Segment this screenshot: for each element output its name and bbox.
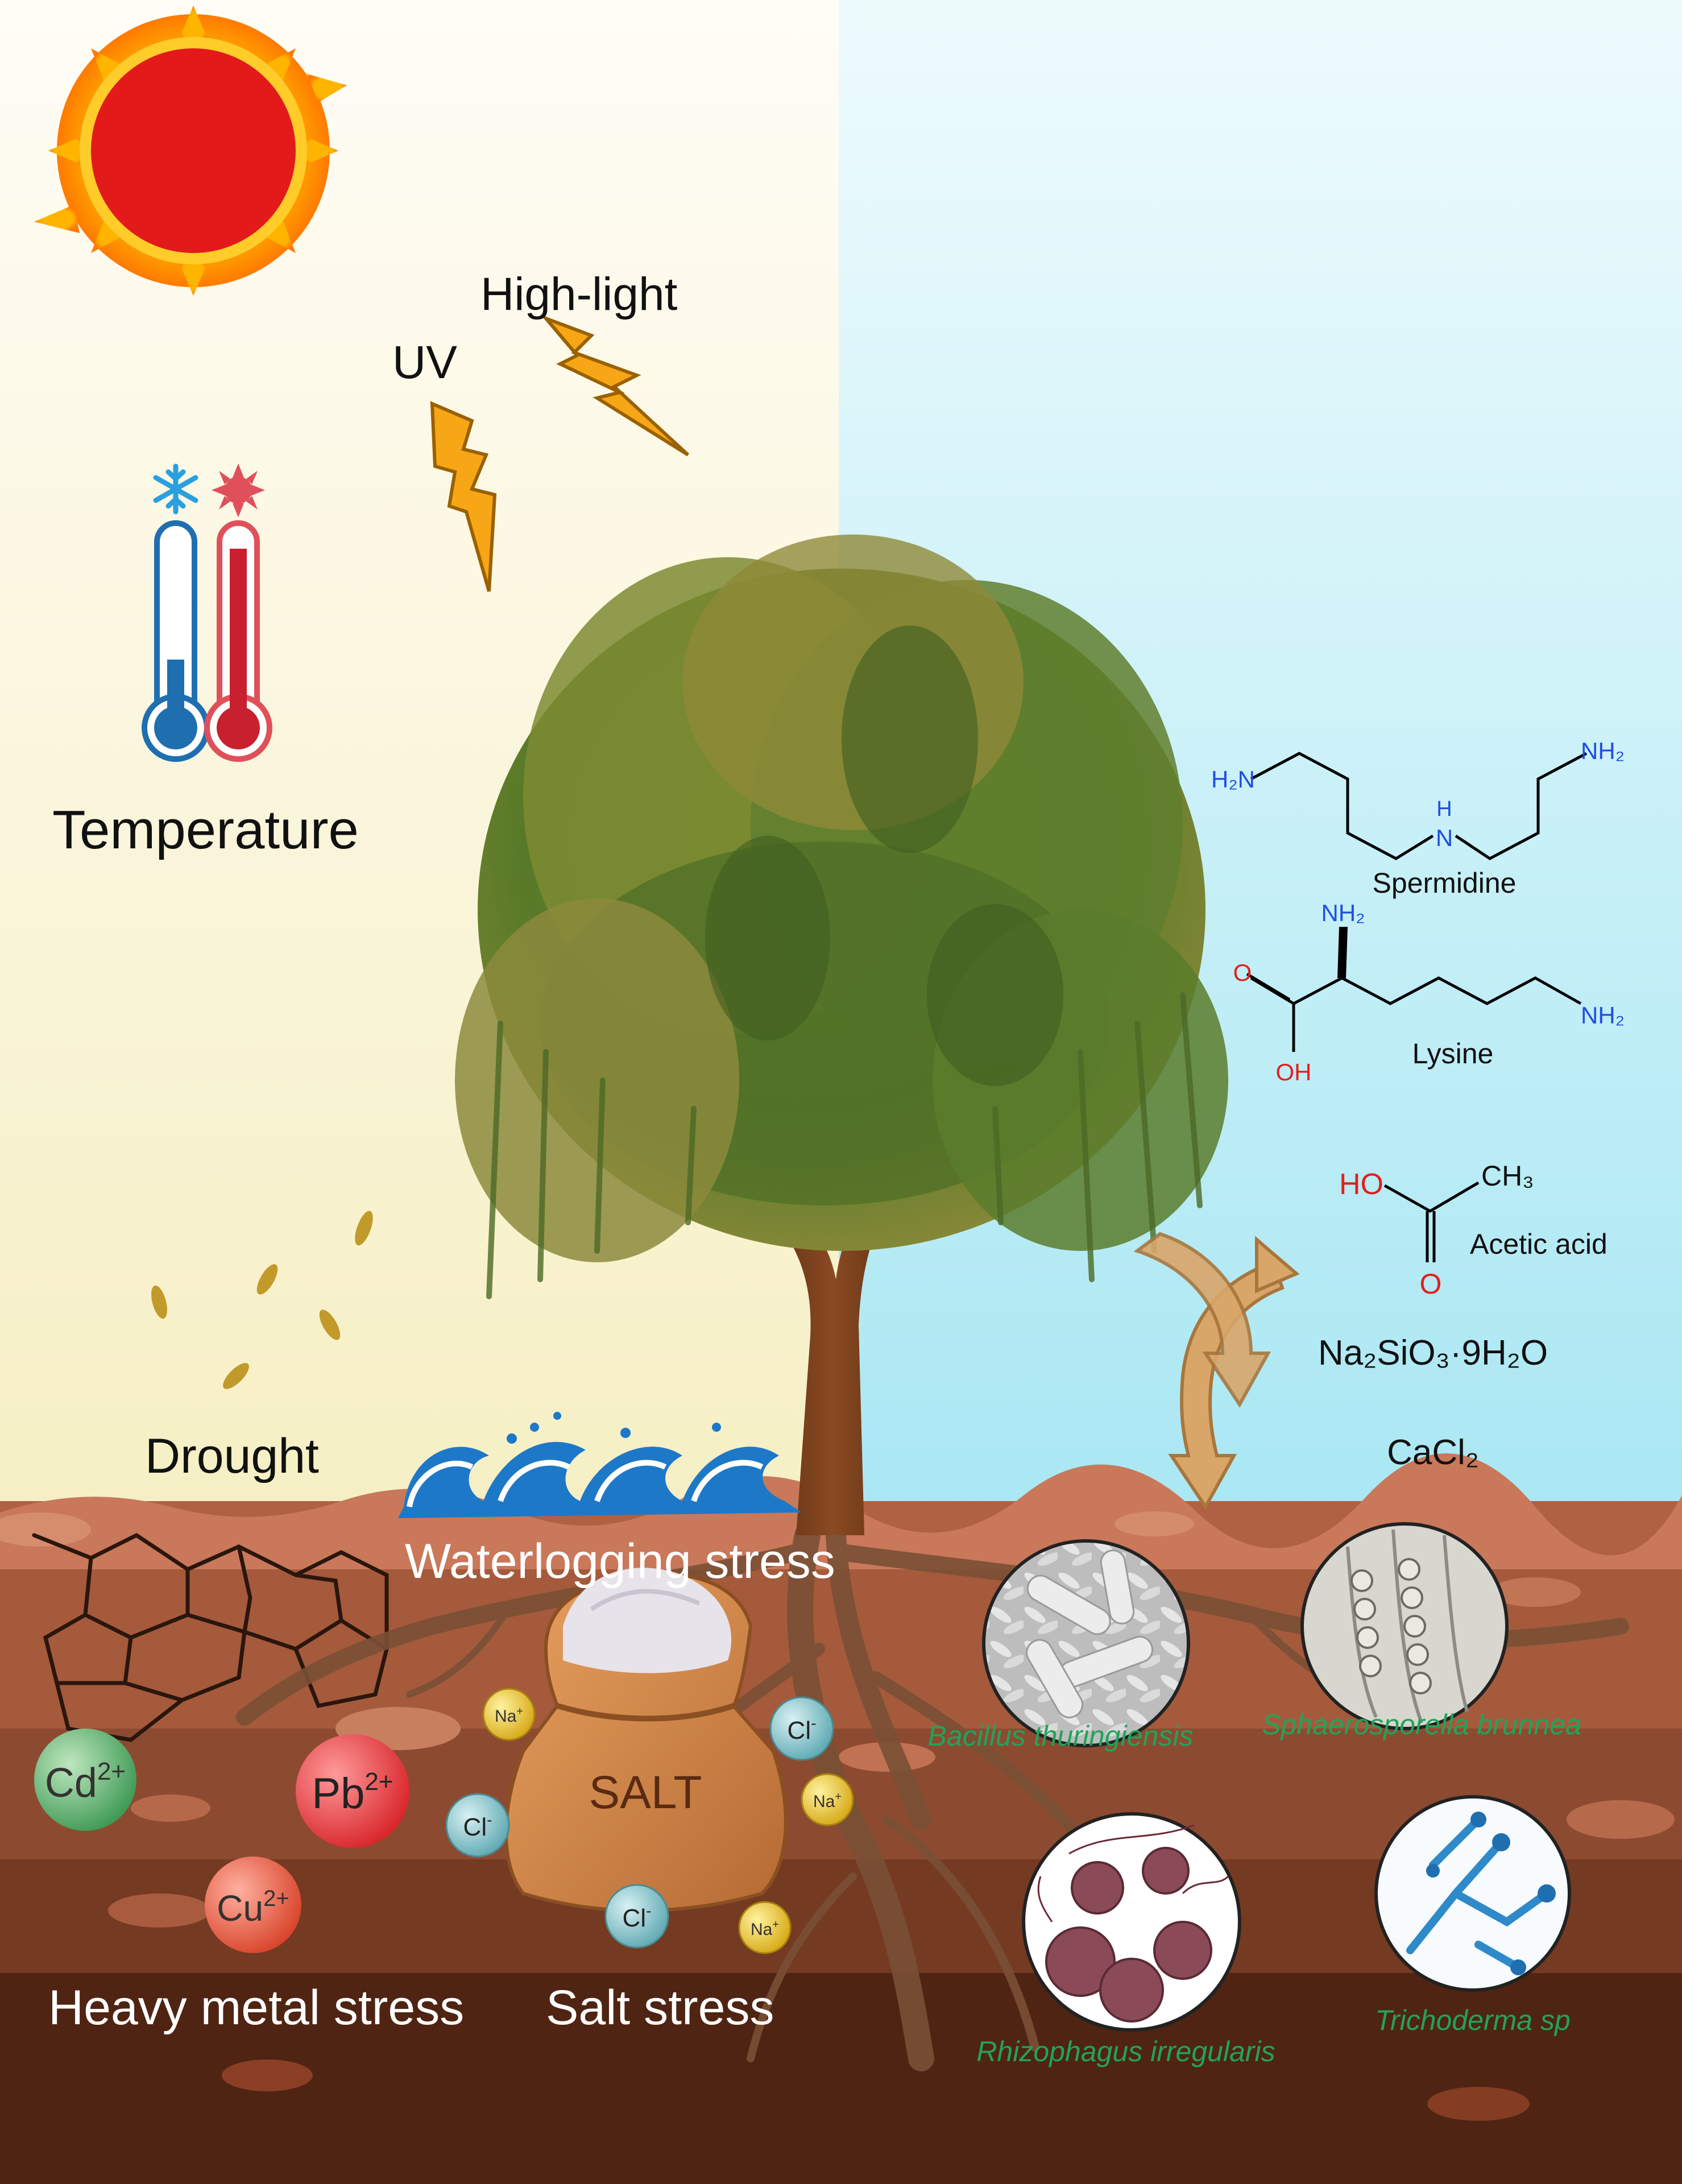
ion-cu-ball: [205, 1856, 301, 1953]
flood-waves-icon: [398, 1412, 802, 1518]
acetic-acid-name: Acetic acid: [1470, 1228, 1608, 1260]
ion-na-ball-1: [482, 1688, 536, 1741]
acetic-acid-structure: [1383, 1181, 1480, 1262]
ion-na-label-3: Na+: [751, 1918, 779, 1939]
microbe-trichoderma-label: Trichoderma sp: [1375, 2004, 1571, 2036]
ion-na-label-1: Na+: [495, 1705, 523, 1726]
salt-bag-label: SALT: [589, 1767, 702, 1818]
willow-canopy: [455, 534, 1228, 1299]
microbe-sphaerosporella-label: Sphaerosporella brunnea: [1262, 1709, 1581, 1740]
high-light-label: High-light: [480, 268, 678, 320]
ion-cl-ball-1: [445, 1793, 510, 1858]
ion-na-ball-3: [738, 1901, 792, 1954]
microbe-rhizophagus-image: [1022, 1812, 1241, 2032]
hot-thermometer-icon: [204, 520, 272, 762]
spermidine-name: Spermidine: [1373, 867, 1517, 899]
ion-cu-label: Cu2+: [217, 1886, 289, 1929]
ion-cd-label: Cd2+: [45, 1758, 126, 1806]
calcium-chloride-label: CaCl₂: [1387, 1433, 1479, 1472]
ion-cl-label-3: Cl-: [623, 1902, 652, 1932]
drought-label: Drought: [145, 1429, 319, 1483]
sun-icon: [34, 6, 347, 296]
curved-arrows-icon: [1133, 1232, 1300, 1510]
sodium-silicate-label: Na₂SiO₃·9H₂O: [1318, 1333, 1548, 1373]
microbe-bacillus-image: [982, 1539, 1190, 1747]
lysine-nh2-top: NH₂: [1321, 900, 1365, 926]
acetic-o: O: [1420, 1268, 1442, 1300]
waterlogging-stress-label: Waterlogging stress: [405, 1534, 835, 1589]
heavy-metal-stress-label: Heavy metal stress: [48, 1980, 464, 2035]
heat-sun-icon: [212, 463, 265, 517]
cold-thermometer-icon: [142, 520, 210, 762]
falling-leaves-icon: [151, 1211, 373, 1389]
salt-bag-icon: [504, 1568, 788, 1912]
ion-cl-ball-2: [769, 1696, 834, 1761]
microbe-rhizophagus-label: Rhizophagus irregularis: [976, 2036, 1275, 2067]
spermidine-h2n: H₂N: [1211, 766, 1255, 793]
spermidine-structure: [1250, 752, 1588, 860]
tree-trunk: [762, 1166, 904, 1535]
spermidine-nh2: NH₂: [1581, 737, 1625, 764]
lysine-oh: OH: [1276, 1059, 1312, 1085]
lysine-nh2-end: NH₂: [1581, 1002, 1625, 1029]
salt-stress-label: Salt stress: [546, 1980, 774, 2035]
temperature-label: Temperature: [52, 799, 359, 860]
acetic-ho: HO: [1339, 1168, 1383, 1201]
lysine-name: Lysine: [1412, 1038, 1494, 1070]
ion-na-label-2: Na+: [813, 1791, 842, 1811]
spermidine-n: N: [1436, 824, 1453, 851]
snowflake-icon: [153, 463, 198, 515]
ion-pb-label: Pb2+: [312, 1768, 393, 1818]
high-light-bolt-icon: [540, 314, 690, 457]
ion-cl-label-1: Cl-: [463, 1811, 492, 1841]
uv-label: UV: [392, 337, 457, 388]
ion-pb-ball: [296, 1734, 409, 1848]
ion-cl-label-2: Cl-: [788, 1714, 817, 1744]
ion-cl-ball-3: [604, 1884, 669, 1949]
microbe-bacillus-label: Bacillus thuringiensis: [928, 1720, 1194, 1752]
microbe-sphaerosporella-image: [1300, 1522, 1509, 1730]
lysine-o: O: [1233, 959, 1252, 986]
microbe-trichoderma-image: [1374, 1795, 1571, 1992]
acetic-ch3: CH₃: [1481, 1160, 1534, 1192]
lysine-structure: [1246, 927, 1582, 1052]
ion-cd-ball: [34, 1729, 136, 1831]
uv-bolt-icon: [430, 401, 497, 592]
ion-na-ball-2: [801, 1773, 854, 1826]
spermidine-h: H: [1436, 797, 1452, 821]
